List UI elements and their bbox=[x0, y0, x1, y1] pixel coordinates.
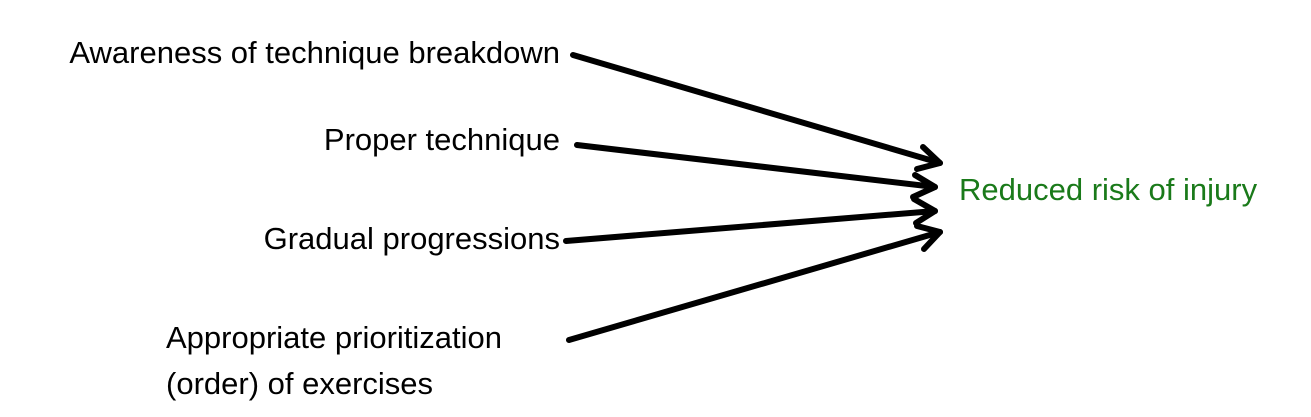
arrow-awareness-to-outcome bbox=[570, 52, 943, 172]
outcome-reduced-risk-of-injury: Reduced risk of injury bbox=[959, 172, 1258, 207]
arrow-gradual-progressions-to-outcome bbox=[563, 196, 938, 244]
factor-proper-technique: Proper technique bbox=[323, 122, 560, 157]
factor-appropriate-prioritization: Appropriate prioritization (order) of ex… bbox=[166, 315, 502, 407]
factor-gradual-progressions: Gradual progressions bbox=[263, 221, 560, 256]
factor-prioritization-line-1: Appropriate prioritization bbox=[166, 320, 503, 355]
factor-prioritization-line-2: (order) of exercises bbox=[166, 366, 434, 401]
factor-awareness-of-technique-breakdown: Awareness of technique breakdown bbox=[69, 35, 560, 70]
arrow-prioritization-to-outcome bbox=[566, 223, 943, 343]
arrow-proper-technique-to-outcome bbox=[574, 142, 938, 200]
